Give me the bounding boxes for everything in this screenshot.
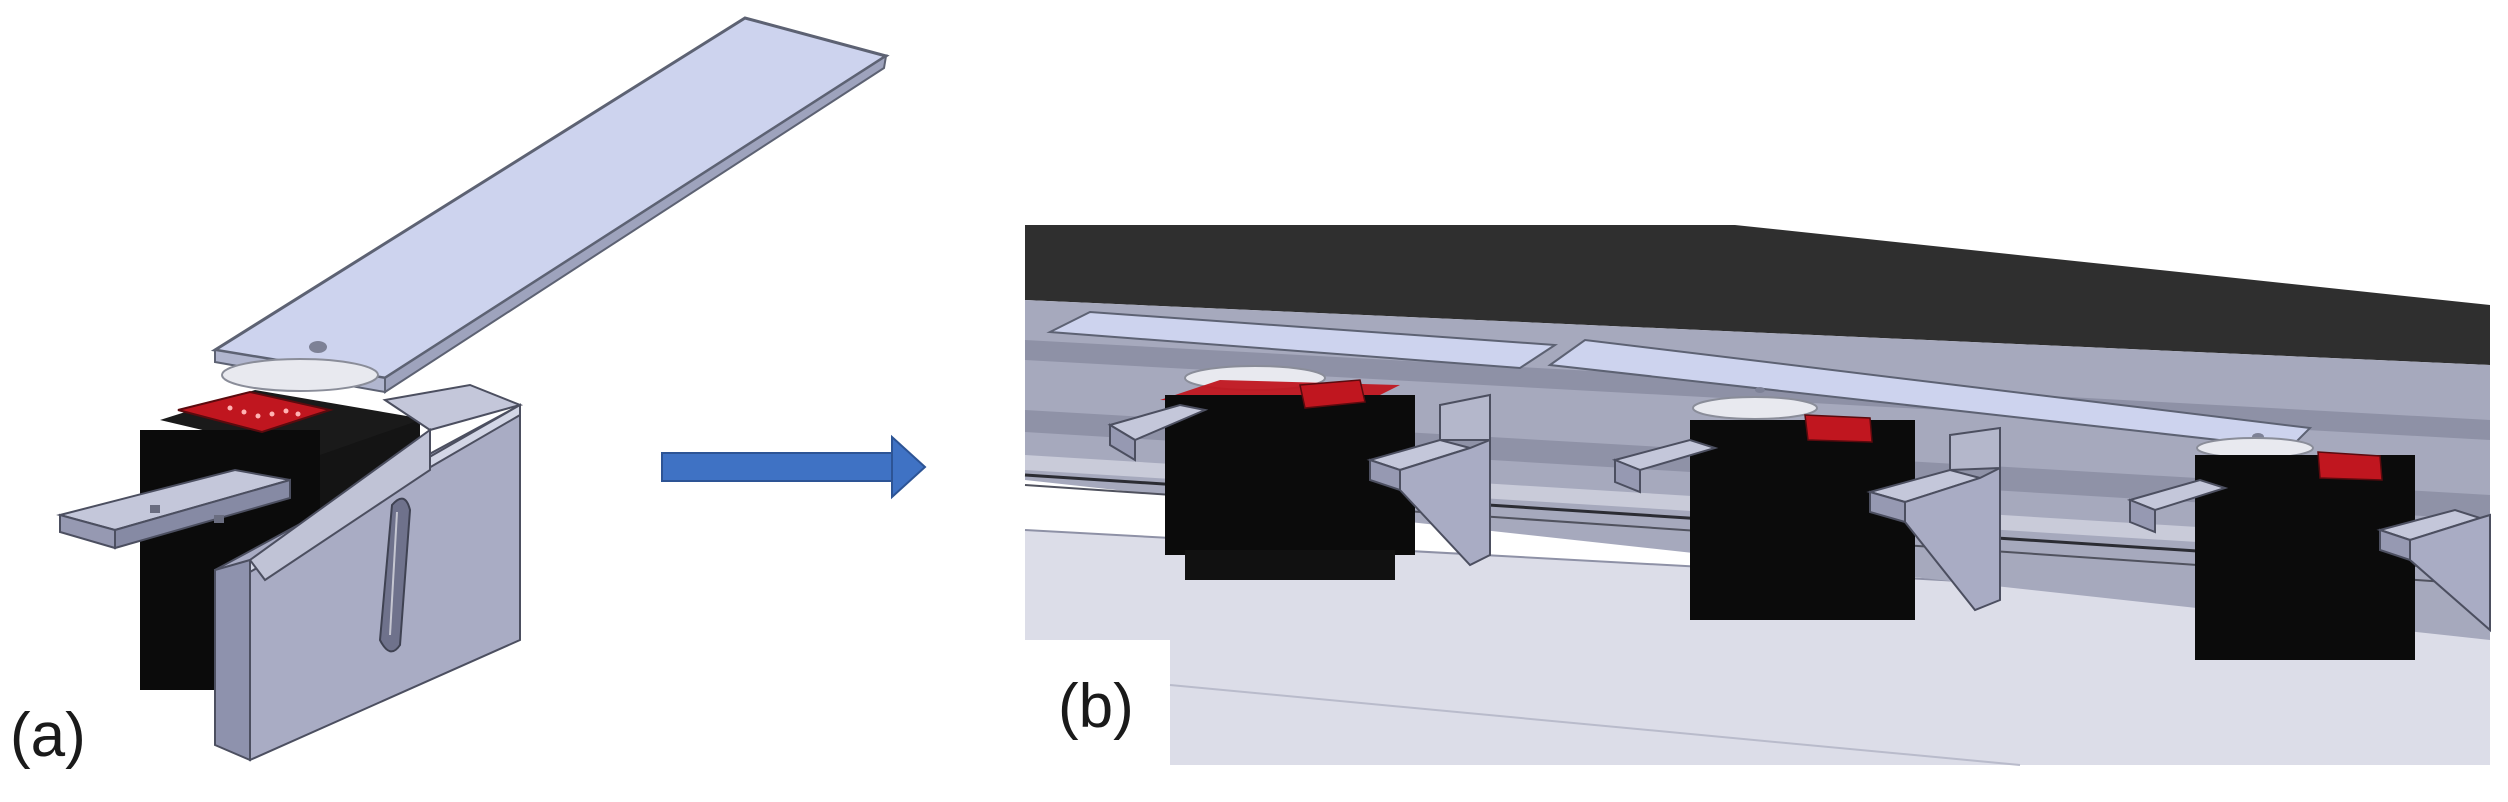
bracket-slot bbox=[378, 497, 412, 653]
actuator-module bbox=[1107, 365, 1491, 580]
panel-a-illustration bbox=[56, 16, 890, 762]
mounting-bracket bbox=[56, 383, 524, 762]
arm-plate bbox=[1046, 310, 1559, 370]
arm-mounting-hole bbox=[309, 341, 327, 353]
arm-plate bbox=[210, 16, 890, 394]
actuator-module bbox=[2126, 437, 2491, 660]
panel-label-a: (a) bbox=[10, 701, 86, 770]
arm-plate bbox=[1547, 338, 2313, 450]
actuator-module bbox=[1611, 396, 2001, 620]
driver-board bbox=[177, 390, 334, 434]
right-arrow-icon bbox=[661, 434, 927, 500]
panel-b-illustration bbox=[1024, 225, 2491, 766]
servo-horn bbox=[221, 358, 379, 392]
surface-belt bbox=[1025, 225, 2490, 365]
panel-label-b: (b) bbox=[1058, 672, 1134, 741]
